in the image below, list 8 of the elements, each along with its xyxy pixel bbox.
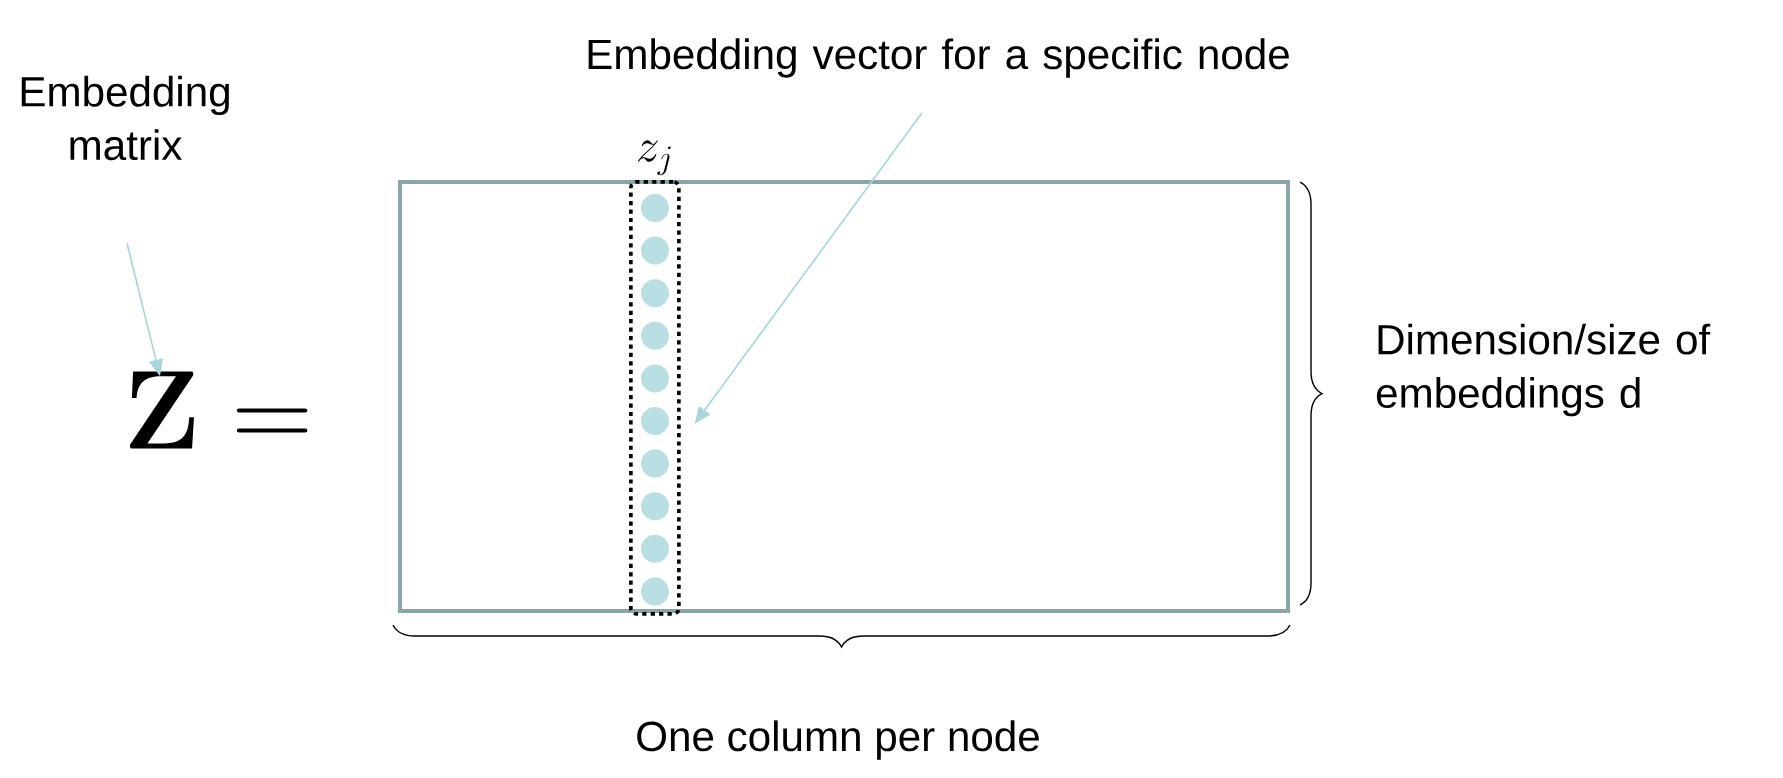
- vector-label: $z_j$: [638, 140, 671, 176]
- callout-text: Embedding vector for a specific node: [588, 38, 1289, 78]
- dimension-label: One column per node: [637, 720, 1039, 760]
- matrix-equation: $\mathbf{Z} =$: [130, 371, 308, 449]
- matrix-box: [398, 180, 1290, 613]
- callout-text: Embedding matrix: [21, 75, 229, 161]
- column-vector-box: [629, 180, 681, 616]
- dimension-label: Dimension/size of embeddings d: [1376, 323, 1711, 417]
